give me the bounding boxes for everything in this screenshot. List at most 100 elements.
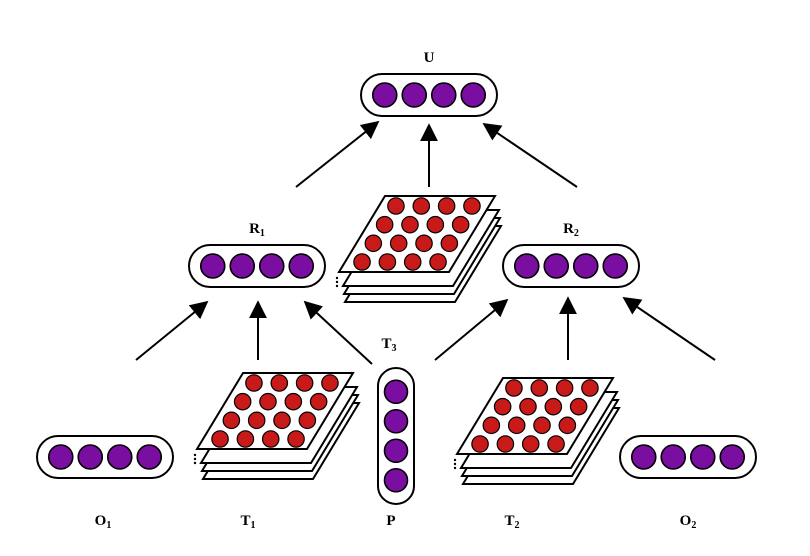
neuron-P-3: [383, 438, 409, 464]
neuron-O1-2: [77, 444, 104, 470]
neuron-T1-r1c3: [295, 374, 314, 392]
neuron-O2-4: [719, 444, 746, 470]
neuron-T2-r3c3: [533, 416, 551, 435]
neuron-P-1: [383, 379, 409, 405]
label-T1: T1: [240, 513, 255, 531]
neuron-T2-r2c1: [493, 397, 512, 416]
tensor-T1: [193, 372, 361, 480]
neuron-T3-r3c1: [364, 234, 383, 253]
edges-layer: [135, 120, 716, 365]
neuron-T2-r1c4: [581, 379, 599, 397]
neuron-R2-2: [543, 253, 570, 279]
neuron-T2-r2c3: [544, 397, 563, 416]
neuron-R1-3: [258, 253, 285, 279]
neuron-T2-r4c2: [496, 435, 515, 453]
neuron-R1-2: [229, 253, 256, 279]
tensor-T3-ellipsis-dot: [335, 280, 339, 284]
neuron-T1-r1c2: [270, 374, 289, 392]
neuron-T2-r3c4: [558, 416, 577, 435]
neuron-T1-r1c4: [321, 374, 339, 392]
neuron-T3-r4c4: [429, 253, 447, 271]
neuron-T2-r1c1: [505, 379, 523, 397]
tensor-T3: [335, 195, 503, 303]
tensor-T1-ellipsis-dot: [193, 453, 197, 457]
neuron-T2-r4c3: [521, 435, 540, 453]
tensor-T3-ellipsis-dot: [335, 284, 339, 288]
neuron-U-3: [430, 82, 457, 108]
neuron-T2-r4c4: [547, 435, 565, 453]
neuron-T2-r2c2: [519, 397, 537, 416]
neuron-T3-r3c3: [415, 234, 433, 253]
label-T3: T3: [381, 336, 396, 354]
neuron-T1-r2c1: [233, 392, 252, 411]
neuron-T1-r2c2: [259, 392, 277, 411]
tensor-T3-slice-1: [337, 195, 497, 273]
neuron-T3-r2c1: [375, 215, 394, 234]
capsule-R1: [188, 244, 326, 288]
vector-O2: [619, 435, 757, 479]
capsule-U: [360, 73, 498, 117]
labels-layer: U R1 R2 T3 O1 T1 P T2 O2: [95, 50, 697, 531]
capsule-O1: [36, 435, 174, 479]
neuron-T1-r1c1: [245, 374, 263, 392]
edge-R1-to-U: [295, 120, 380, 188]
tensor-T2-ellipsis-dot: [453, 462, 457, 466]
neuron-T1-r4c3: [261, 430, 280, 448]
label-U: U: [424, 50, 435, 66]
neuron-T1-r3c2: [247, 411, 266, 430]
neuron-P-2: [383, 408, 409, 434]
neuron-T3-r1c2: [412, 197, 431, 215]
neuron-T1-r2c4: [309, 392, 328, 411]
edge-R2-to-U: [482, 122, 578, 188]
tensor-T2-ellipsis-dot: [453, 458, 457, 462]
neuron-T3-r1c4: [463, 197, 481, 215]
neuron-R2-3: [572, 253, 599, 279]
neuron-T3-r2c4: [451, 215, 470, 234]
neuron-T3-r4c3: [403, 253, 422, 271]
neuron-T3-r2c2: [401, 215, 419, 234]
vector-P: [377, 367, 415, 505]
neuron-O1-4: [136, 444, 163, 470]
neuron-R2-4: [602, 253, 629, 279]
neuron-T1-r4c4: [287, 430, 305, 448]
nodes-layer: [36, 73, 757, 505]
neuron-O1-1: [47, 444, 74, 470]
neuron-T2-r2c4: [569, 397, 588, 416]
neuron-T1-r3c3: [273, 411, 291, 430]
neuron-T3-r3c2: [389, 234, 408, 253]
edge-P-to-R1: [303, 300, 373, 365]
tensor-T1-ellipsis-dot: [193, 461, 197, 465]
neuron-P-4: [383, 467, 409, 493]
capsule-O2: [619, 435, 757, 479]
label-O2: O2: [680, 513, 697, 531]
tensor-T1-slice-1: [195, 372, 355, 450]
tensor-T3-ellipsis-dot: [335, 276, 339, 280]
neuron-T2-r3c1: [482, 416, 501, 435]
neuron-T1-r4c2: [236, 430, 255, 448]
edge-O2-to-R2: [622, 296, 716, 361]
vector-U: [360, 73, 498, 117]
vector-R1: [188, 244, 326, 288]
label-O1: O1: [95, 513, 112, 531]
capsule-R2: [502, 244, 640, 288]
neuron-U-1: [371, 82, 398, 108]
vector-O1: [36, 435, 174, 479]
neuron-T2-r1c3: [555, 379, 574, 397]
capsule-P: [377, 367, 415, 505]
neuron-T2-r4c1: [471, 435, 489, 453]
label-R1: R1: [249, 221, 265, 239]
neuron-U-4: [460, 82, 487, 108]
tensor-T2-slice-1: [455, 377, 615, 455]
neuron-U-2: [401, 82, 428, 108]
edge-P-to-R2: [434, 298, 509, 361]
neuron-O2-3: [689, 444, 716, 470]
vector-R2: [502, 244, 640, 288]
neuron-T2-r3c2: [507, 416, 526, 435]
neuron-T2-r1c2: [530, 379, 549, 397]
neuron-O2-1: [630, 444, 657, 470]
label-T2: T2: [504, 513, 519, 531]
label-R2: R2: [563, 221, 579, 239]
neuron-T3-r3c4: [440, 234, 459, 253]
